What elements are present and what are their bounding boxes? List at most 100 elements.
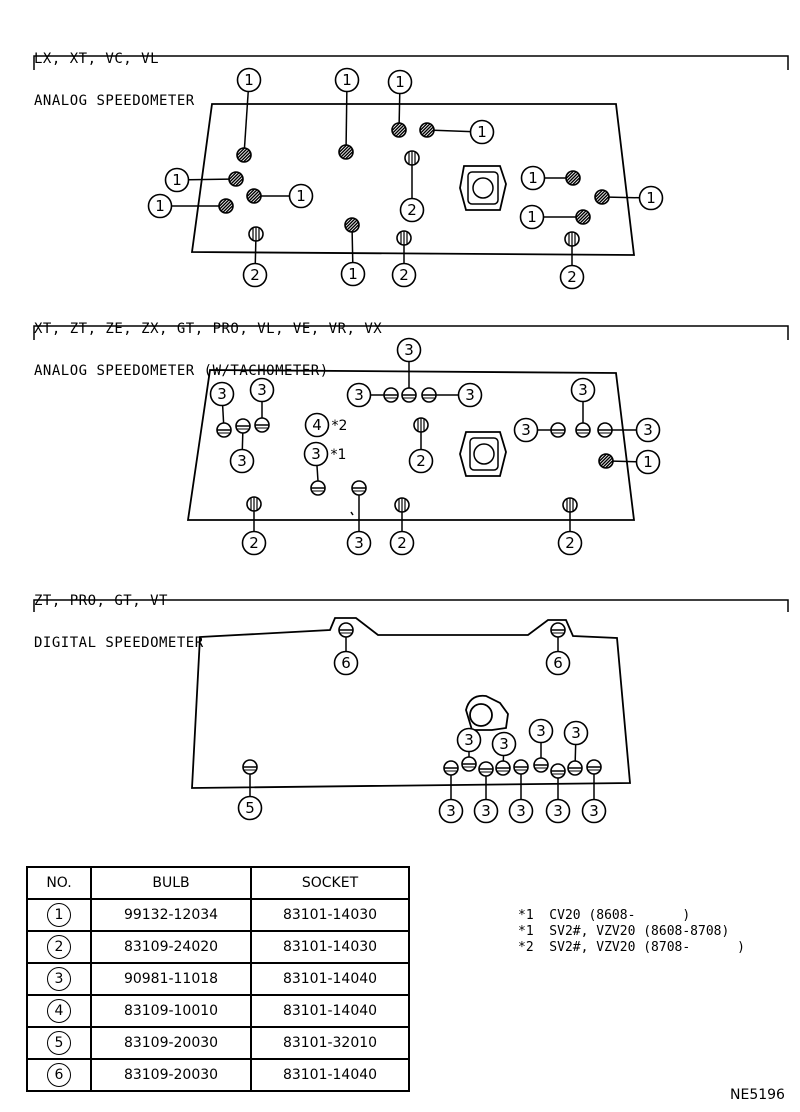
bulb-icon [597,422,613,438]
callout-number-circle: 3 [635,417,661,443]
table-row: 5 83109-20030 83101-32010 [26,1026,410,1060]
bulb-icon [310,480,326,496]
bulb-icon [575,209,591,225]
callout-number: 3 [237,452,247,470]
callout-number-circle: 1 [469,119,495,145]
star-footnote-marker: *1 [331,447,347,463]
bulb-callout: 1 [520,165,581,191]
callout-number-circle: 3 [528,718,554,744]
bulb-callout: 3 [597,417,661,443]
header-bulb: BULB [90,866,252,900]
callout-number-circle: 6 [333,650,359,676]
bulb-callout: 3 [581,759,607,824]
bulb-icon [598,453,614,469]
bulb-callout: 3 [491,731,517,776]
callout-number: 3 [578,381,588,399]
note-1: *1 CV20 (8608- ) [518,908,691,923]
star-callout-1: 4*2 [304,412,347,438]
table-row: 4 83109-10010 83101-14040 [26,994,410,1028]
bulb-icon [396,230,412,246]
callout-number-circle: 2 [391,262,417,288]
bulb-callout: 2 [559,231,585,290]
callout-number: 2 [565,534,575,552]
bulb-callout: 3 [545,763,571,824]
callout-number: 3 [311,445,321,463]
leader-line [316,465,319,482]
table-row: 3 90981-11018 83101-14040 [26,962,410,996]
callout-number: 2 [407,201,417,219]
callout-number: 3 [589,802,599,820]
callout-number-circle: 1 [236,67,262,93]
bulb-callout: 2 [389,497,415,556]
bulb-callout: 1 [594,185,664,211]
callout-number-circle: 1 [288,183,314,209]
table-row: 1 99132-12034 83101-14030 [26,898,410,932]
bulb-callout: 3 [346,382,399,408]
socket-part-number: 83101-32010 [250,1026,410,1060]
section3-title: DIGITAL SPEEDOMETER [34,635,204,651]
section3-meter-housing [191,617,631,789]
bulb-icon [404,150,420,166]
leader-line [221,405,225,424]
callout-number: 1 [527,208,537,226]
section1-meter-housing [190,103,636,256]
callout-number-circle: 3 [396,337,422,363]
header-no: NO. [26,866,92,900]
section2-mark [350,511,354,516]
row-number: 5 [47,1031,71,1055]
row-number: 3 [47,967,71,991]
bulb-icon [575,422,591,438]
callout-number-circle: 1 [387,69,413,95]
callout-number: 1 [528,169,538,187]
callout-number-circle: 2 [241,530,267,556]
bulb-callout: 2 [242,226,268,288]
socket-part-number: 83101-14040 [250,994,410,1028]
bulb-callout: 3 [513,417,566,443]
star-callouts: 4*2 3 *1 [303,412,347,482]
callout-number: 3 [536,722,546,740]
section3-models: ZT, PRO, GT, VT [34,593,168,609]
note-3: *2 SV2#, VZV20 (8708- ) [518,940,745,955]
bulb-icon [443,760,459,776]
bulb-callout: 2 [399,150,425,223]
bulb-callout: 3 [346,480,372,556]
bulb-icon [338,622,354,638]
callout-number: 3 [257,381,267,399]
callout-number-circle: 2 [557,530,583,556]
callout-number: 1 [296,187,306,205]
bulb-callout: 2 [408,417,434,474]
callout-number: 3 [446,802,456,820]
extra-bulbs [310,480,326,496]
bulb-callout: 2 [557,497,583,556]
section1-title: ANALOG SPEEDOMETER [34,93,195,109]
leader-line [398,93,401,124]
header-socket: SOCKET [250,866,410,900]
callout-number: 4 [312,416,322,434]
socket-part-number: 83101-14040 [250,1058,410,1092]
bulb-icon [594,189,610,205]
illustration-code: NE5196 [730,1087,785,1103]
bulb-icon [565,170,581,186]
bulb-callout: 2 [241,496,267,556]
callout-number: 2 [399,266,409,284]
callout-number: 3 [521,421,531,439]
bulb-icon [413,417,429,433]
bulb-callout: 3 [456,727,482,772]
callout-number: 1 [646,189,656,207]
callout-number-circle: 3 [581,798,607,824]
callout-number: 1 [342,71,352,89]
bulb-icon [419,122,435,138]
leader-line [351,231,354,263]
bulb-icon [248,226,264,242]
callout-number-circle: 4 [304,412,330,438]
callout-number-circle: 3 [513,417,539,443]
bulb-callout: 1 [334,67,360,160]
bulb-icon [254,417,270,433]
bulb-callout: 3 [563,720,589,776]
section3-heading: ZT, PRO, GT, VT DIGITAL SPEEDOMETER [34,566,204,664]
leader-line [254,240,257,264]
bulb-part-number: 83109-24020 [90,930,252,964]
callout-number-circle: 3 [229,448,255,474]
